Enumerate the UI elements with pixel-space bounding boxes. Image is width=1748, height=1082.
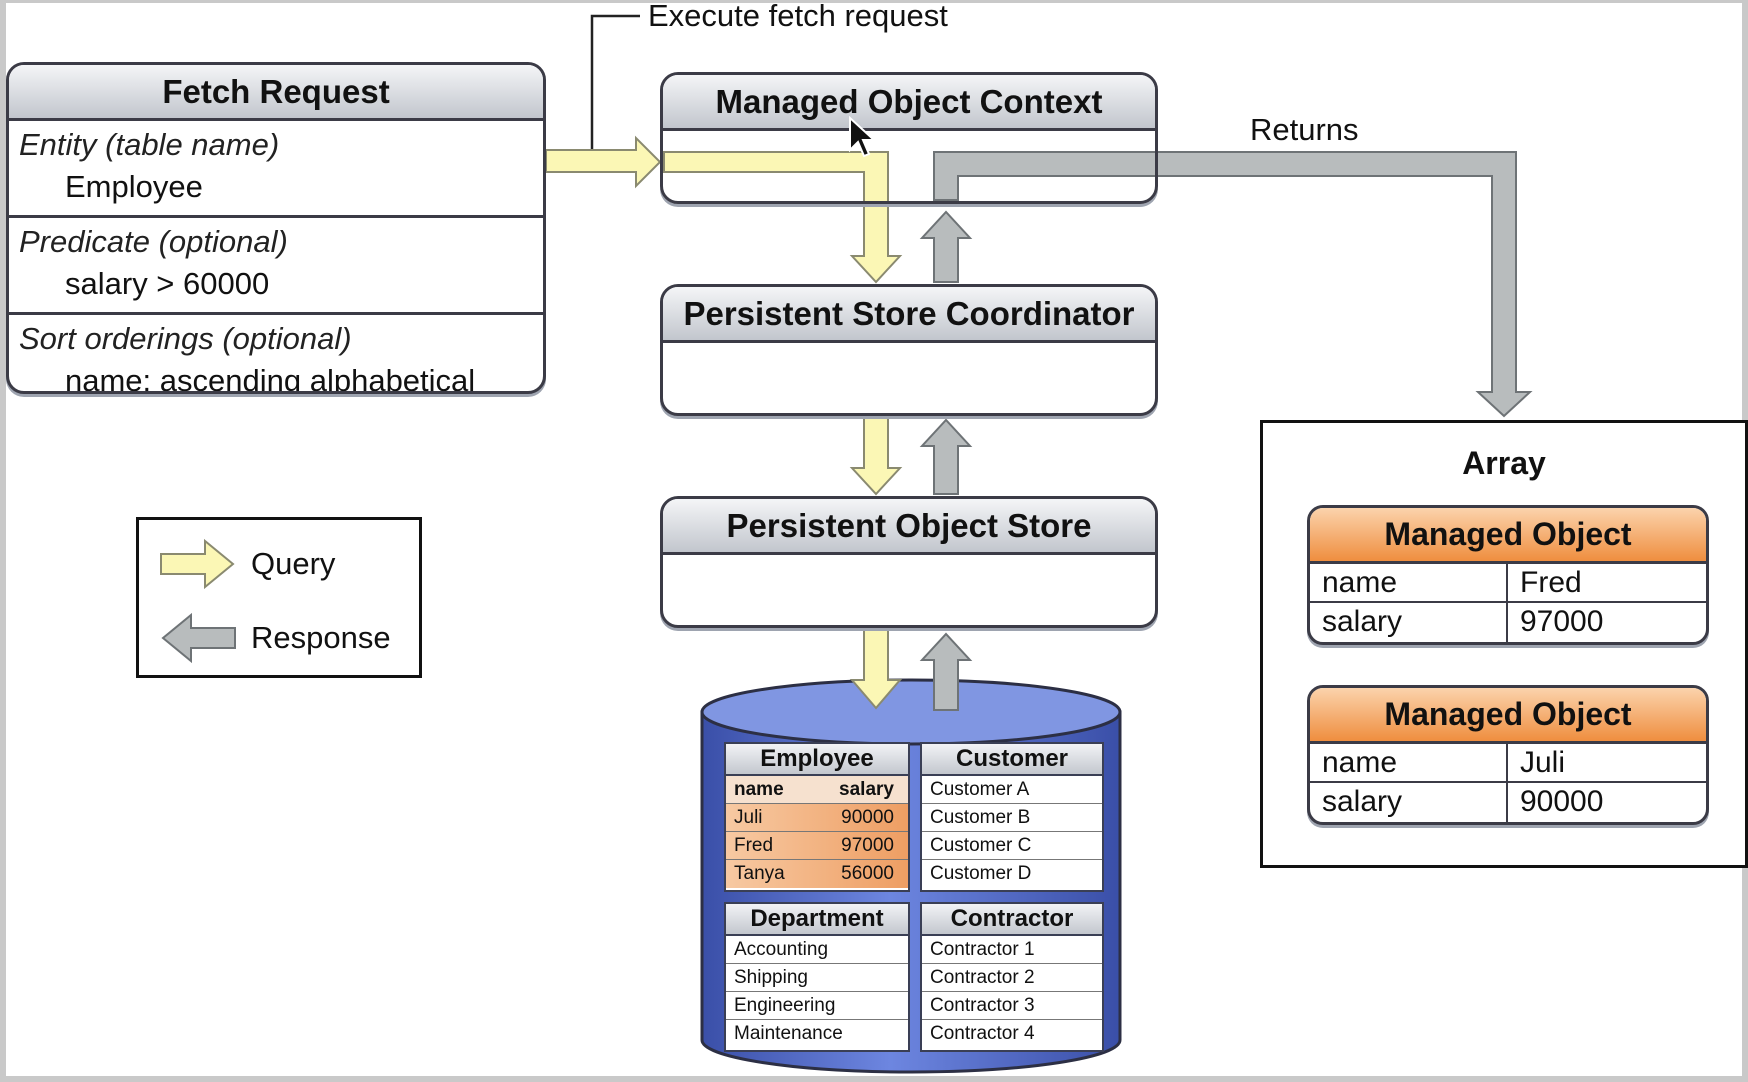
entity-section: Entity (table name) Employee <box>9 121 543 218</box>
managed-object-title: Managed Object <box>1310 688 1706 744</box>
managed-object-value: 97000 <box>1520 605 1604 638</box>
array-box: Array Managed Object name Fred salary 97… <box>1260 420 1748 868</box>
returns-label: Returns <box>1250 112 1359 147</box>
returns-arrow-context-to-array <box>933 151 1533 418</box>
table-row: Contractor 3 <box>922 992 1102 1020</box>
managed-object-card: Managed Object name Fred salary 97000 <box>1307 505 1709 645</box>
db-contractor-title: Contractor <box>922 904 1102 936</box>
persistent-store-coordinator-title: Persistent Store Coordinator <box>663 287 1155 343</box>
db-cell: Tanya <box>734 863 785 884</box>
table-row: Tanya 56000 <box>726 860 908 888</box>
persistent-object-store-title: Persistent Object Store <box>663 499 1155 555</box>
managed-object-context-panel: Managed Object Context <box>660 72 1158 204</box>
managed-object-value: 90000 <box>1520 785 1604 818</box>
predicate-value: salary > 60000 <box>65 266 270 301</box>
sort-label: Sort orderings (optional) <box>19 321 352 356</box>
managed-object-row: salary 90000 <box>1310 783 1706 822</box>
array-title: Array <box>1462 445 1546 481</box>
fetch-request-title: Fetch Request <box>9 65 543 121</box>
legend-response-row: Response <box>159 612 391 664</box>
response-arrow-database-to-store <box>919 632 973 711</box>
table-row: Contractor 1 <box>922 936 1102 964</box>
predicate-section: Predicate (optional) salary > 60000 <box>9 218 543 315</box>
fetch-request-panel: Fetch Request Entity (table name) Employ… <box>6 62 546 394</box>
legend-query-label: Query <box>251 546 336 581</box>
db-customer-title: Customer <box>922 744 1102 776</box>
table-row: Shipping <box>726 964 908 992</box>
execute-leader-line <box>590 14 640 160</box>
table-row: Engineering <box>726 992 908 1020</box>
entity-label: Entity (table name) <box>19 127 280 162</box>
table-row: Customer B <box>922 804 1102 832</box>
managed-object-context-title: Managed Object Context <box>663 75 1155 131</box>
query-arrow-icon <box>160 538 235 590</box>
sort-section: Sort orderings (optional) name: ascendin… <box>9 315 543 394</box>
query-arrow-fetch-to-context <box>545 135 662 189</box>
table-row: Accounting <box>726 936 908 964</box>
db-employee-columns: name salary <box>726 776 908 804</box>
managed-object-row: salary 97000 <box>1310 603 1706 642</box>
table-row: Juli 90000 <box>726 804 908 832</box>
execute-fetch-label: Execute fetch request <box>648 0 948 33</box>
managed-object-key: salary <box>1310 603 1508 642</box>
sort-value: name: ascending alphabetical <box>65 363 476 394</box>
db-employee-table: Employee name salary Juli 90000 Fred 970… <box>724 742 910 892</box>
db-cell: Juli <box>734 807 763 828</box>
table-row: Contractor 4 <box>930 1023 1035 1044</box>
managed-object-key: name <box>1310 744 1508 781</box>
table-row: Customer D <box>930 863 1032 884</box>
managed-object-title: Managed Object <box>1310 508 1706 564</box>
managed-object-value: Juli <box>1520 746 1566 779</box>
table-row: Contractor 2 <box>922 964 1102 992</box>
query-arrow-coordinator-to-store <box>849 417 903 496</box>
response-arrow-store-to-coordinator <box>919 418 973 495</box>
query-arrow-store-to-database <box>849 629 903 710</box>
table-row: Fred 97000 <box>726 832 908 860</box>
persistent-object-store-panel: Persistent Object Store <box>660 496 1158 628</box>
managed-object-row: name Juli <box>1310 744 1706 783</box>
response-arrow-coordinator-to-context <box>919 210 973 283</box>
mouse-cursor-icon <box>849 116 876 158</box>
response-arrow-icon <box>161 612 236 664</box>
db-department-table: Department Accounting Shipping Engineeri… <box>724 902 910 1052</box>
query-arrow-context-to-coordinator <box>663 151 903 284</box>
managed-object-value: Fred <box>1520 566 1582 599</box>
legend: Query Response <box>136 517 422 678</box>
persistent-store-coordinator-panel: Persistent Store Coordinator <box>660 284 1158 416</box>
predicate-label: Predicate (optional) <box>19 224 288 259</box>
db-employee-title: Employee <box>726 744 908 776</box>
db-cell: Fred <box>734 835 774 856</box>
entity-value: Employee <box>65 169 203 204</box>
db-cell: 56000 <box>841 863 894 884</box>
db-department-title: Department <box>726 904 908 936</box>
table-row: Maintenance <box>734 1023 843 1044</box>
db-column-header: salary <box>839 779 894 800</box>
legend-query-row: Query <box>159 538 335 590</box>
db-customer-table: Customer Customer A Customer B Customer … <box>920 742 1104 892</box>
managed-object-key: name <box>1310 564 1508 601</box>
managed-object-card: Managed Object name Juli salary 90000 <box>1307 685 1709 825</box>
table-row: Customer A <box>922 776 1102 804</box>
legend-response-label: Response <box>251 620 391 655</box>
managed-object-row: name Fred <box>1310 564 1706 603</box>
managed-object-key: salary <box>1310 783 1508 822</box>
db-column-header: name <box>734 779 784 800</box>
db-cell: 97000 <box>841 835 894 856</box>
db-contractor-table: Contractor Contractor 1 Contractor 2 Con… <box>920 902 1104 1052</box>
db-cell: 90000 <box>841 807 894 828</box>
table-row: Customer C <box>922 832 1102 860</box>
